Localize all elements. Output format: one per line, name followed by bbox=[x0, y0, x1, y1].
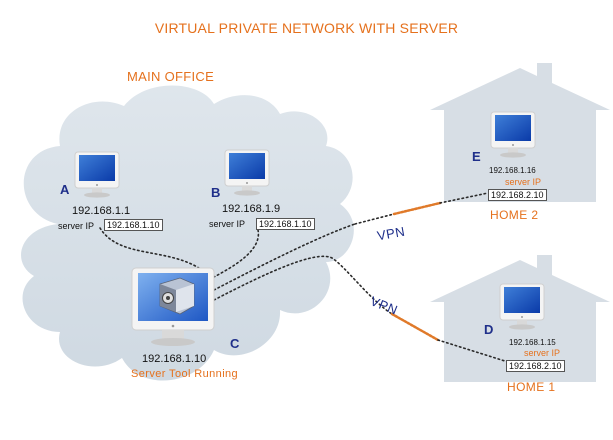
main-office-cloud bbox=[21, 85, 354, 381]
computer-a-letter: A bbox=[60, 182, 70, 197]
computer-d-ip: 192.168.1.15 bbox=[509, 338, 556, 347]
server-c-letter: C bbox=[230, 336, 240, 351]
computer-e-ip: 192.168.1.16 bbox=[489, 166, 536, 175]
vpn-tunnels bbox=[354, 192, 509, 363]
server-c-monitor-icon bbox=[131, 267, 215, 346]
server-c-ip: 192.168.1.10 bbox=[142, 353, 207, 365]
diagram-title: VIRTUAL PRIVATE NETWORK WITH SERVER bbox=[154, 20, 459, 36]
computer-b-ip: 192.168.1.9 bbox=[222, 203, 281, 215]
office-links bbox=[99, 223, 393, 315]
computer-b-server-ip: 192.168.1.10 bbox=[256, 218, 315, 230]
server-tool-icon bbox=[159, 277, 195, 315]
computer-d-server-ip: 192.168.2.10 bbox=[506, 360, 565, 372]
main-office-label: MAIN OFFICE bbox=[127, 69, 215, 84]
home-2-label: HOME 2 bbox=[490, 208, 539, 222]
computer-b-server-ip-label: server IP bbox=[209, 219, 246, 229]
computer-e-server-ip: 192.168.2.10 bbox=[488, 189, 547, 201]
computer-d-letter: D bbox=[484, 322, 494, 337]
computer-e-letter: E bbox=[472, 149, 481, 164]
home-1-label: HOME 1 bbox=[507, 380, 556, 394]
server-tool-status: Server Tool Running bbox=[131, 368, 239, 380]
computer-e-server-ip-label: server IP bbox=[505, 177, 542, 187]
computer-d-server-ip-label: server IP bbox=[524, 348, 561, 358]
computer-a-server-ip: 192.168.1.10 bbox=[104, 219, 163, 231]
computer-b-letter: B bbox=[211, 185, 221, 200]
computer-a-ip: 192.168.1.1 bbox=[72, 205, 131, 217]
computer-a-server-ip-label: server IP bbox=[58, 221, 95, 231]
